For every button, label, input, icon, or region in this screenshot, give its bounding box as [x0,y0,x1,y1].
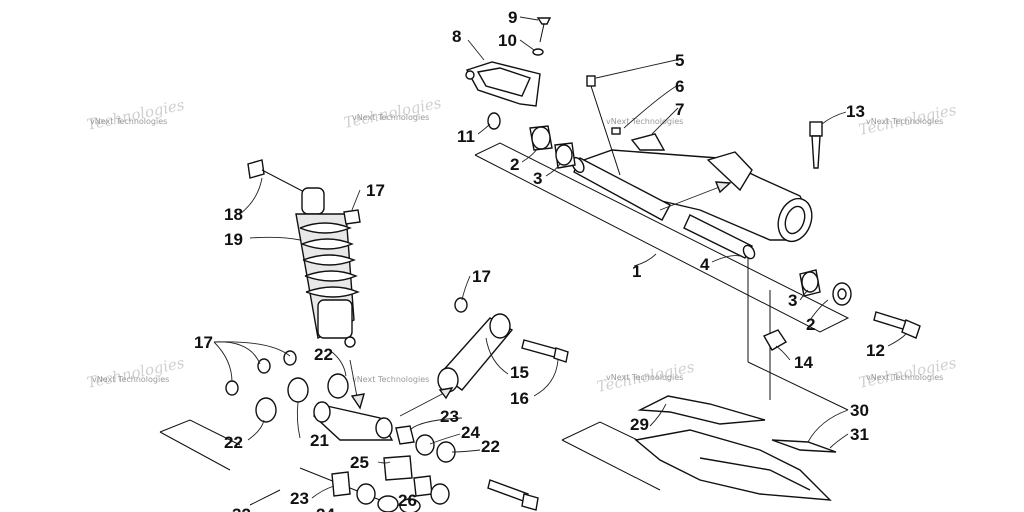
callout-4: 4 [700,255,710,274]
watermark-text: vNext Technologies [352,375,429,384]
direction-arrows [349,181,732,417]
swing-arm [571,149,813,260]
callout-18: 18 [224,205,243,224]
bushings-left [487,112,576,169]
callout-25: 25 [350,453,369,472]
callout-17a: 17 [366,181,385,200]
callout-26: 26 [398,491,417,510]
callout-31: 31 [850,425,869,444]
callout-6: 6 [675,77,684,96]
callout-24b: 24 [316,505,335,512]
watermark-text: vNext Technologies [866,117,943,126]
callout-17c: 17 [194,333,213,352]
callout-7: 7 [675,100,684,119]
washer-10 [532,48,544,56]
callout-30: 30 [850,401,869,420]
callout-24a: 24 [461,423,480,442]
shock-spring [299,222,360,298]
callout-5: 5 [675,51,684,70]
callout-9: 9 [508,8,517,27]
watermark-text: vNext Technologies [90,117,167,126]
bolt-12 [873,311,921,339]
guard-29 [634,395,832,501]
bearings-bottom [331,425,539,512]
watermark-text: vNext Technologies [352,113,429,122]
callout-8: 8 [452,27,461,46]
leader-lines [213,16,907,499]
callout-29: 29 [630,415,649,434]
callout-labels: 9 10 8 5 6 7 11 2 3 13 1 4 3 2 12 14 17 … [194,8,885,512]
assembly-lines [159,142,850,506]
callout-2: 2 [510,155,519,174]
bolt-16 [521,339,569,363]
callout-23a: 23 [440,407,459,426]
nut-17-top [343,209,361,225]
callout-14: 14 [794,353,813,372]
callout-23b: 23 [290,489,309,508]
callout-10: 10 [498,31,517,50]
callout-12: 12 [866,341,885,360]
callout-2b: 2 [806,315,815,334]
watermark-text: vNext Technologies [92,375,169,384]
washers-left [225,350,349,423]
bolt-13 [809,121,823,169]
callout-3: 3 [533,169,542,188]
shock-absorber [247,159,360,348]
callout-22a: 22 [314,345,333,364]
nut-14 [763,329,787,351]
bracket-7 [630,133,666,151]
callout-15: 15 [510,363,529,382]
callout-3b: 3 [788,291,797,310]
callout-21: 21 [310,431,329,450]
watermark-text: vNext Technologies [606,117,683,126]
linkage-21 [313,401,394,441]
watermark-text: vNext Technologies [866,373,943,382]
callout-22b: 22 [224,433,243,452]
callout-17b: 17 [472,267,491,286]
bushings-right [799,269,852,306]
callout-22c: 22 [481,437,500,456]
callout-19: 19 [224,230,243,249]
svg-text:Technologies: Technologies [85,96,186,134]
callout-13: 13 [846,102,865,121]
watermark-text: vNext Technologies [606,373,683,382]
callout-16: 16 [510,389,529,408]
svg-text:Technologies: Technologies [85,354,186,392]
screw-9 [536,17,552,43]
guard-30 [771,439,837,453]
link-arm-15 [437,297,514,393]
watermarks: Technologies vNext Technologies Technolo… [85,94,958,396]
callout-11: 11 [457,127,475,146]
callout-32: 32 [232,505,251,512]
callout-1: 1 [632,262,641,281]
bracket-8 [465,61,541,107]
grease-fitting [586,75,621,176]
